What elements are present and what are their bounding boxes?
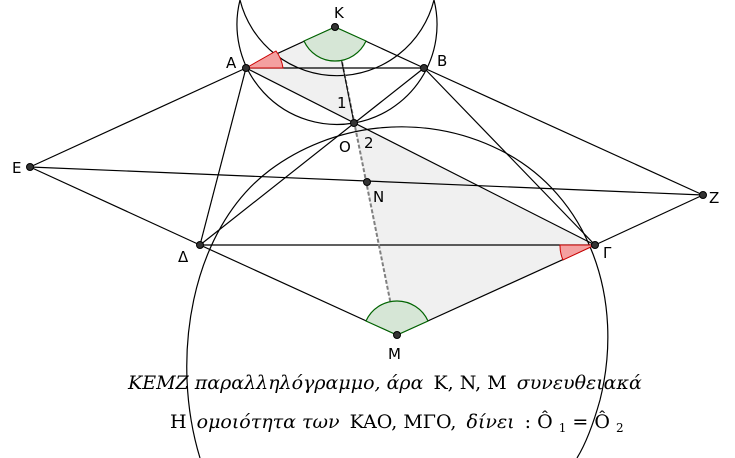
label-N: N — [373, 188, 384, 206]
label-O: O — [339, 138, 351, 156]
segment-EA — [29, 67, 247, 168]
segment-DM — [199, 244, 398, 336]
diagonal-AG — [245, 67, 596, 246]
segment-GZ — [594, 194, 704, 246]
point-O — [350, 119, 358, 127]
point-D — [196, 241, 204, 249]
diagonal-BD — [199, 67, 425, 246]
segment-BZ — [423, 67, 704, 196]
label-E: E — [12, 159, 21, 177]
caption-line-1: KEMZ παραλληλόγραμμο, άρα K, N, M συνευθ… — [127, 372, 642, 394]
label-Z: Z — [709, 189, 719, 207]
label-D: Δ — [178, 248, 189, 266]
angle-mark-K — [303, 26, 367, 62]
triangle-MGO — [354, 123, 595, 335]
label-G: Γ — [603, 244, 612, 262]
segment-MG — [396, 244, 596, 336]
point-M — [393, 331, 401, 339]
angle-mark-A — [244, 50, 284, 69]
lower-circle — [186, 126, 609, 458]
points — [26, 23, 707, 339]
point-Z — [699, 191, 707, 199]
label-angle-2: 2 — [364, 134, 374, 152]
point-K — [331, 23, 339, 31]
label-angle-1: 1 — [337, 94, 347, 112]
point-B — [420, 64, 428, 72]
point-G — [591, 241, 599, 249]
label-B: B — [437, 52, 447, 70]
point-A — [242, 64, 250, 72]
caption-line-2: H ομοιότητα των KAO, MΓO, δίνει : Ô 1 = … — [170, 410, 624, 437]
angle-mark-G — [559, 244, 596, 261]
point-N — [363, 178, 371, 186]
angle-mark-M — [365, 300, 429, 336]
segment-ED — [29, 166, 201, 246]
label-K: K — [334, 4, 345, 22]
label-A: A — [226, 54, 237, 72]
point-E — [26, 163, 34, 171]
label-M: M — [388, 345, 401, 363]
upper-circle — [236, 0, 438, 126]
